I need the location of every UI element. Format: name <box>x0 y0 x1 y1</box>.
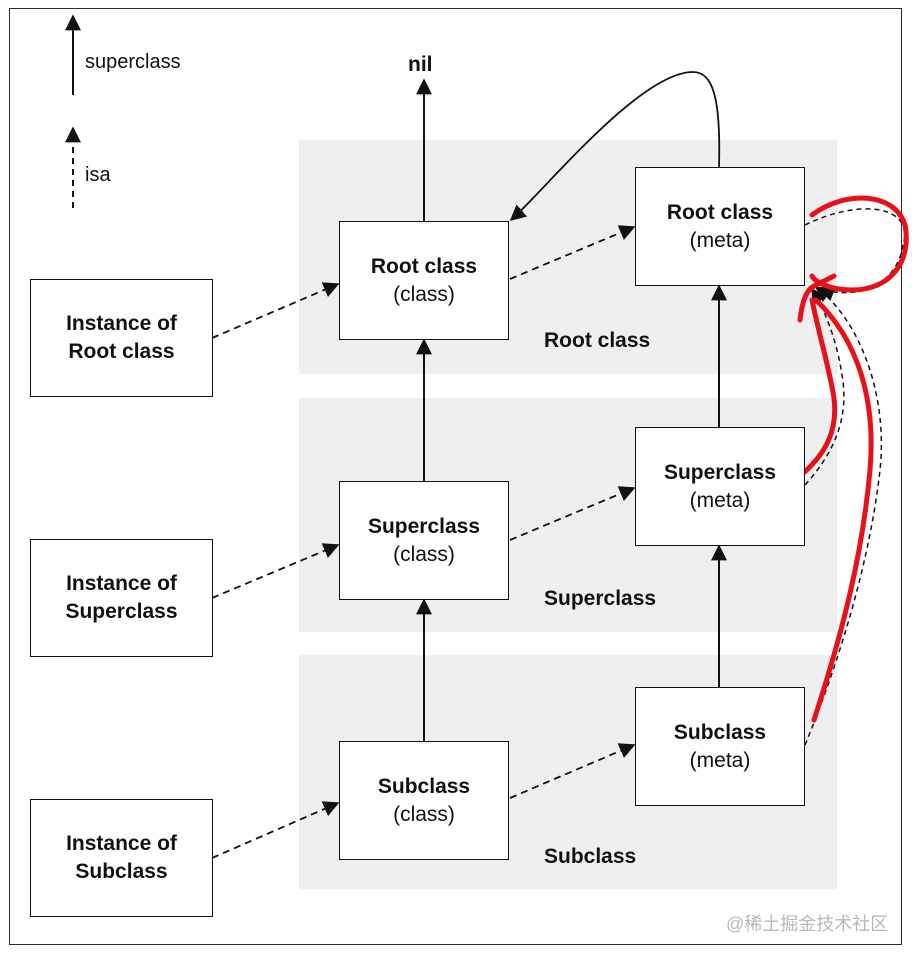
box-root-class-class: Root class (class) <box>339 221 509 340</box>
red-annotation-sub <box>811 297 874 723</box>
box-root-class-meta-sub: (meta) <box>689 228 751 252</box>
isa-superclass-to-supermeta <box>509 486 636 541</box>
diagram-frame <box>9 8 902 945</box>
box-instance-of-subclass-label: Instance of Subclass <box>66 832 177 883</box>
box-superclass-meta-sub: (meta) <box>689 488 751 512</box>
box-subclass-meta-sub: (meta) <box>689 748 751 772</box>
box-superclass-meta-title: Superclass <box>663 460 777 484</box>
box-root-class-meta: Root class (meta) <box>635 167 805 286</box>
red-annotation <box>797 195 909 723</box>
isa-inst-root-to-rootclass <box>211 282 340 339</box>
box-instance-of-root-class-label: Instance of Root class <box>66 312 177 363</box>
box-subclass-class: Subclass (class) <box>339 741 509 860</box>
box-superclass-class-sub: (class) <box>393 542 455 566</box>
box-subclass-class-title: Subclass <box>377 774 471 798</box>
band-label-root-class: Root class <box>544 329 651 352</box>
isa-subclass-to-submeta <box>509 743 636 799</box>
legend-superclass-label: superclass <box>85 51 181 73</box>
watermark: @稀土掘金技术社区 <box>726 914 889 934</box>
red-annotation-loop <box>809 195 909 293</box>
box-instance-of-root-class: Instance of Root class <box>30 279 213 397</box>
isa-inst-sub-to-subclass <box>211 801 340 859</box>
band-label-superclass: Superclass <box>544 587 657 610</box>
isa-rootclass-to-rootmeta <box>509 225 636 280</box>
isa-inst-super-to-superclass <box>211 543 340 599</box>
box-root-class-class-sub: (class) <box>393 282 455 306</box>
box-instance-of-superclass: Instance of Superclass <box>30 539 213 657</box>
red-annotation-super <box>797 297 838 479</box>
box-subclass-meta: Subclass (meta) <box>635 687 805 806</box>
arrow-rootmeta-to-rootclass <box>509 71 721 222</box>
box-superclass-class: Superclass (class) <box>339 481 509 600</box>
band-label-subclass: Subclass <box>544 845 637 868</box>
box-superclass-class-title: Superclass <box>367 514 481 538</box>
box-root-class-class-title: Root class <box>370 254 478 278</box>
nil-label: nil <box>408 53 433 76</box>
red-annotation-arrowhead <box>797 273 837 323</box>
box-subclass-class-sub: (class) <box>393 802 455 826</box>
isa-supermeta-to-rootmeta <box>804 287 845 486</box>
box-superclass-meta: Superclass (meta) <box>635 427 805 546</box>
legend-isa-label: isa <box>85 164 111 186</box>
box-root-class-meta-title: Root class <box>666 200 774 224</box>
box-instance-of-subclass: Instance of Subclass <box>30 799 213 917</box>
box-subclass-meta-title: Subclass <box>673 720 767 744</box>
isa-submeta-to-rootmeta <box>804 286 883 746</box>
box-instance-of-superclass-label: Instance of Superclass <box>65 572 178 623</box>
